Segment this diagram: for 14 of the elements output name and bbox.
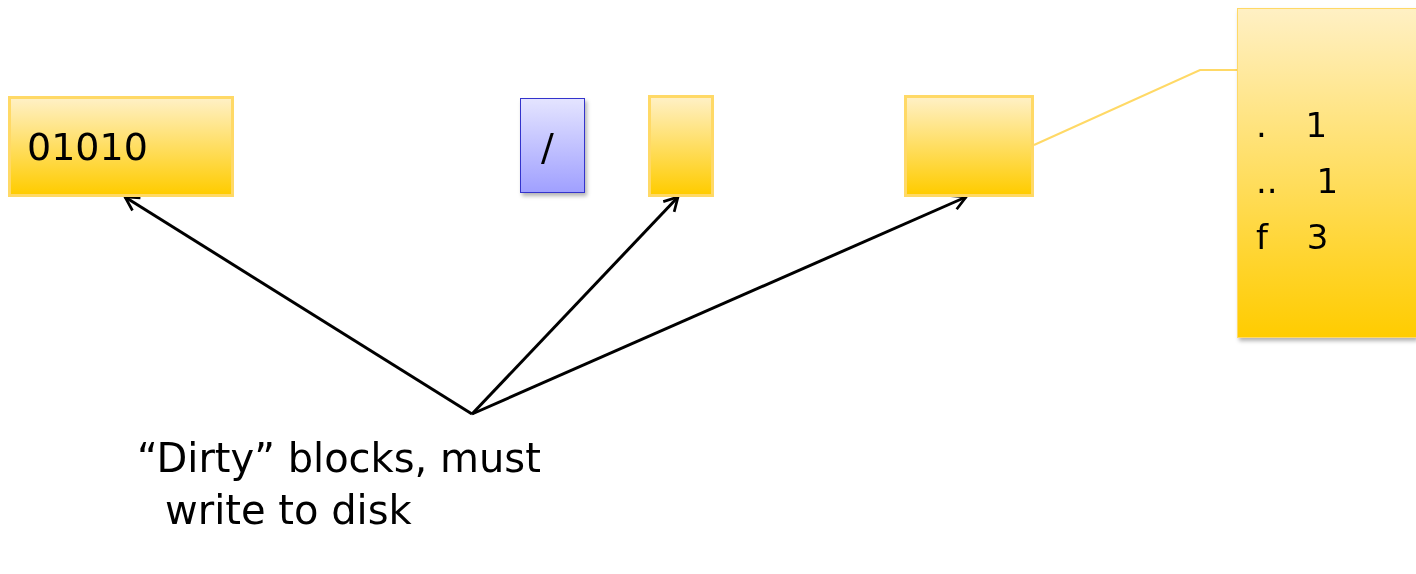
data-block <box>904 95 1034 197</box>
arrow <box>123 195 473 416</box>
note-text: “Dirty” blocks, must write to disk <box>137 434 542 535</box>
callout-box <box>1237 8 1416 338</box>
directory-entry: .. 1 <box>1256 161 1339 201</box>
directory-block <box>520 98 585 193</box>
arrow <box>470 195 680 416</box>
data-block <box>648 95 714 197</box>
data-block <box>8 96 234 197</box>
block-label: 01010 <box>27 125 148 169</box>
directory-entry: . 1 <box>1256 105 1328 145</box>
block-label: / <box>541 125 554 169</box>
directory-entry: f 3 <box>1256 217 1329 257</box>
leader-line <box>1033 69 1238 146</box>
